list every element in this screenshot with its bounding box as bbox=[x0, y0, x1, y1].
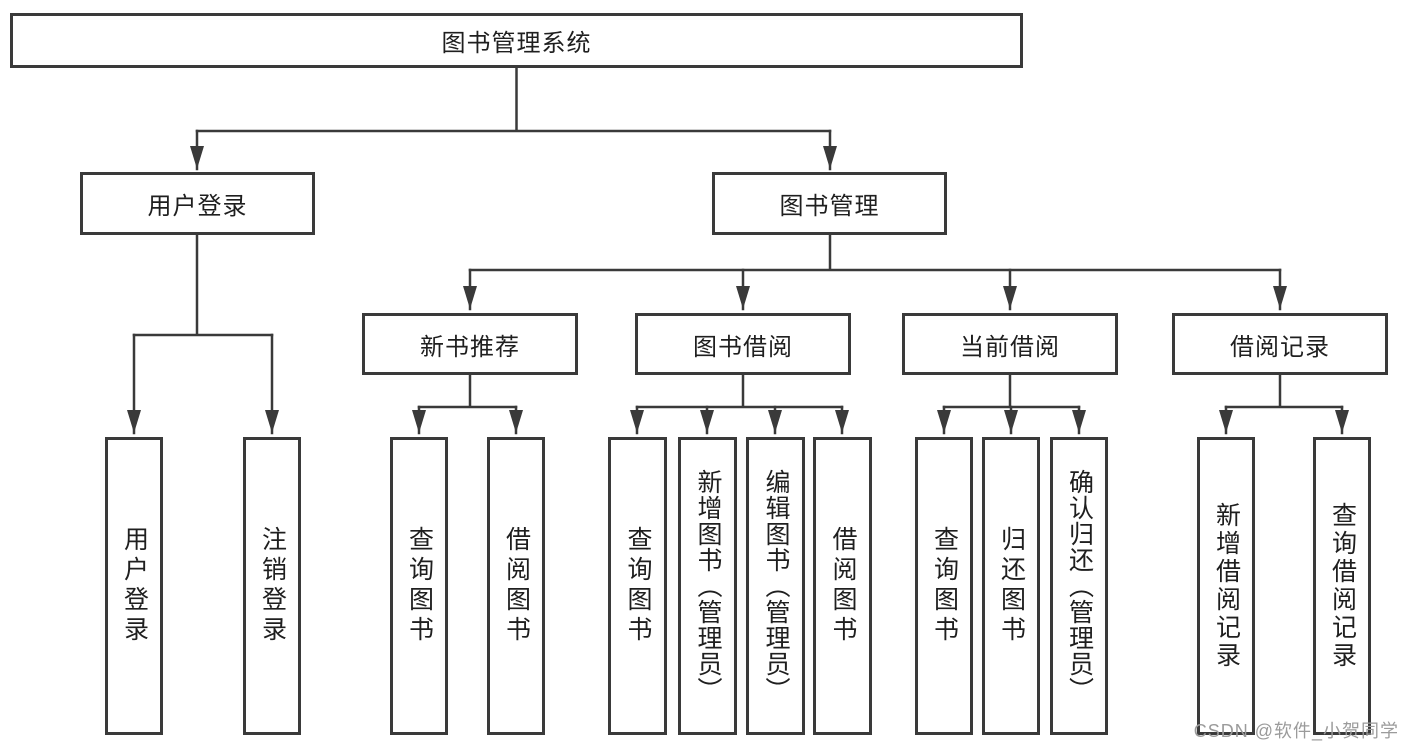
leaf-edit-book-admin: 编辑图书（管理员） bbox=[746, 437, 805, 735]
leaf-add-book-admin-label: 新增图书（管理员） bbox=[694, 469, 722, 703]
leaf-user-login: 用户登录 bbox=[105, 437, 163, 735]
node-library-system: 图书管理系统 bbox=[10, 13, 1023, 68]
node-book-borrowing: 图书借阅 bbox=[635, 313, 851, 375]
leaf-borrow-book-label: 借阅图书 bbox=[829, 526, 857, 646]
leaf-confirm-return-admin-label: 确认归还（管理员） bbox=[1065, 469, 1094, 703]
leaf-borrow-book: 借阅图书 bbox=[813, 437, 872, 735]
leaf-logout-label: 注销登录 bbox=[258, 526, 287, 646]
leaf-add-borrow-record-label: 新增借阅记录 bbox=[1212, 502, 1241, 670]
node-user-login-label: 用户登录 bbox=[147, 193, 248, 220]
node-library-system-label: 图书管理系统 bbox=[441, 30, 592, 57]
node-user-login: 用户登录 bbox=[80, 172, 315, 235]
leaf-edit-book-admin-label: 编辑图书（管理员） bbox=[762, 469, 790, 703]
node-new-book-recommend-label: 新书推荐 bbox=[420, 333, 520, 361]
node-borrow-records-label: 借阅记录 bbox=[1230, 333, 1330, 361]
leaf-current-query-book-label: 查询图书 bbox=[930, 526, 959, 646]
leaf-current-query-book: 查询图书 bbox=[915, 437, 973, 735]
node-book-management: 图书管理 bbox=[712, 172, 947, 235]
leaf-borrow-query-book-label: 查询图书 bbox=[624, 526, 652, 646]
leaf-logout: 注销登录 bbox=[243, 437, 301, 735]
leaf-return-book: 归还图书 bbox=[982, 437, 1040, 735]
leaf-return-book-label: 归还图书 bbox=[997, 526, 1026, 646]
node-current-borrowing: 当前借阅 bbox=[902, 313, 1118, 375]
leaf-borrow-query-book: 查询图书 bbox=[608, 437, 667, 735]
leaf-rec-borrow-book: 借阅图书 bbox=[487, 437, 545, 735]
leaf-add-borrow-record: 新增借阅记录 bbox=[1197, 437, 1255, 735]
leaf-rec-borrow-book-label: 借阅图书 bbox=[502, 526, 531, 646]
leaf-rec-query-book-label: 查询图书 bbox=[405, 526, 434, 646]
leaf-rec-query-book: 查询图书 bbox=[390, 437, 448, 735]
node-book-management-label: 图书管理 bbox=[779, 193, 880, 220]
leaf-query-borrow-record: 查询借阅记录 bbox=[1313, 437, 1371, 735]
watermark: CSDN @软件_小贺同学 bbox=[1193, 721, 1399, 741]
leaf-add-book-admin: 新增图书（管理员） bbox=[678, 437, 737, 735]
leaf-query-borrow-record-label: 查询借阅记录 bbox=[1328, 502, 1357, 670]
node-current-borrowing-label: 当前借阅 bbox=[960, 333, 1060, 361]
leaf-confirm-return-admin: 确认归还（管理员） bbox=[1050, 437, 1108, 735]
node-book-borrowing-label: 图书借阅 bbox=[693, 333, 793, 361]
leaf-user-login-label: 用户登录 bbox=[120, 526, 149, 646]
node-borrow-records: 借阅记录 bbox=[1172, 313, 1388, 375]
node-new-book-recommend: 新书推荐 bbox=[362, 313, 578, 375]
